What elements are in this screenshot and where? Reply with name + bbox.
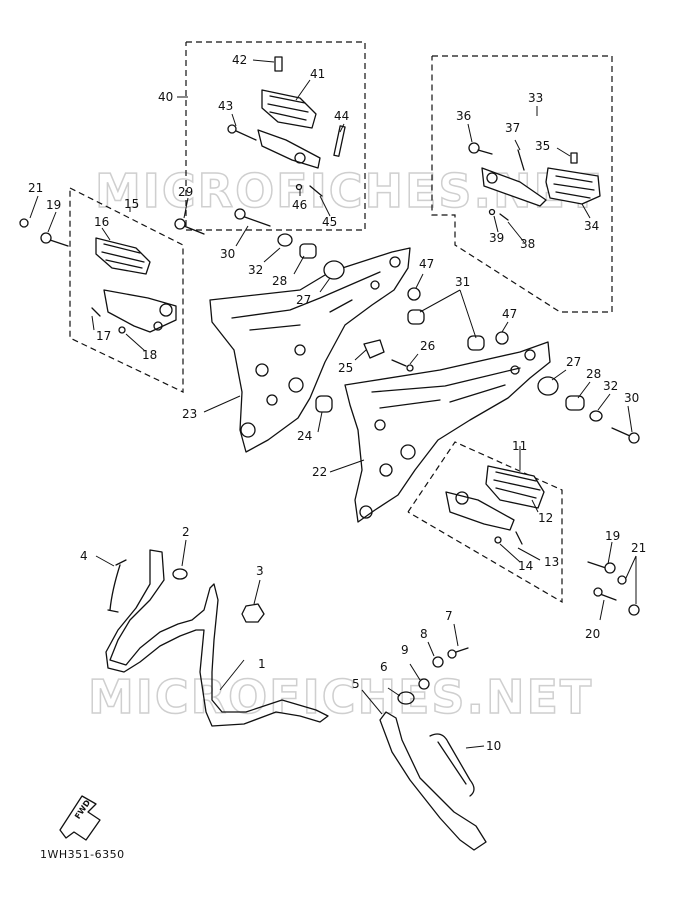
callout-9: 9 <box>401 643 409 657</box>
part-code: 1WH351-6350 <box>40 848 125 861</box>
callout-19-left: 19 <box>46 198 61 212</box>
callout-10: 10 <box>486 739 501 753</box>
callout-15: 15 <box>124 197 139 211</box>
callout-44: 44 <box>334 109 349 123</box>
callout-12: 12 <box>538 511 553 525</box>
callout-30-right: 30 <box>624 391 639 405</box>
group-box-33 <box>431 55 613 313</box>
callout-39: 39 <box>489 231 504 245</box>
callout-8: 8 <box>420 627 428 641</box>
callout-43: 43 <box>218 99 233 113</box>
callout-26: 26 <box>420 339 435 353</box>
callout-31: 31 <box>455 275 470 289</box>
callout-4: 4 <box>80 549 88 563</box>
side-stand <box>379 647 487 851</box>
footrest-group-40 <box>227 56 346 197</box>
callout-22: 22 <box>312 465 327 479</box>
callout-35: 35 <box>535 139 550 153</box>
callout-42: 42 <box>232 53 247 67</box>
callout-47-left: 47 <box>419 257 434 271</box>
callout-36: 36 <box>456 109 471 123</box>
callout-27-top: 27 <box>296 293 311 307</box>
group-box-11 <box>407 441 563 604</box>
callout-2: 2 <box>182 525 190 539</box>
callout-16: 16 <box>94 215 109 229</box>
footrest-group-11 <box>445 465 545 545</box>
callout-33: 33 <box>528 91 543 105</box>
callout-28-top: 28 <box>272 274 287 288</box>
callout-24: 24 <box>297 429 312 443</box>
callout-37: 37 <box>505 121 520 135</box>
watermark-bottom: MICROFICHES.NET <box>88 670 593 724</box>
callout-20: 20 <box>585 627 600 641</box>
callout-27-right: 27 <box>566 355 581 369</box>
leader-lines <box>29 59 637 749</box>
callout-25: 25 <box>338 361 353 375</box>
callout-21-right: 21 <box>631 541 646 555</box>
footrest-bracket-22 <box>344 341 551 523</box>
callout-45: 45 <box>322 215 337 229</box>
callout-34: 34 <box>584 219 599 233</box>
footrest-group-15 <box>91 237 177 334</box>
callout-46: 46 <box>292 198 307 212</box>
callout-14: 14 <box>518 559 533 573</box>
callout-32-right: 32 <box>603 379 618 393</box>
callout-28-right: 28 <box>586 367 601 381</box>
callout-38: 38 <box>520 237 535 251</box>
callout-13: 13 <box>544 555 559 569</box>
callout-23: 23 <box>182 407 197 421</box>
callout-1: 1 <box>258 657 266 671</box>
callout-labels: 1 2 3 4 5 6 7 8 9 10 11 12 13 14 15 16 1… <box>28 53 646 753</box>
callout-6: 6 <box>380 660 388 674</box>
callout-5: 5 <box>352 677 360 691</box>
group-boxes <box>69 41 613 604</box>
callout-32-top: 32 <box>248 263 263 277</box>
group-box-15 <box>69 187 184 393</box>
fwd-arrow: FWD <box>59 795 101 841</box>
callout-41: 41 <box>310 67 325 81</box>
callout-21-left: 21 <box>28 181 43 195</box>
main-stand <box>105 549 329 727</box>
fasteners <box>19 208 640 616</box>
callout-29: 29 <box>178 185 193 199</box>
callout-19-right: 19 <box>605 529 620 543</box>
callout-47-right: 47 <box>502 307 517 321</box>
callout-7: 7 <box>445 609 453 623</box>
callout-40: 40 <box>158 90 173 104</box>
callout-17: 17 <box>96 329 111 343</box>
callout-11: 11 <box>512 439 527 453</box>
callout-3: 3 <box>256 564 264 578</box>
callout-30-top: 30 <box>220 247 235 261</box>
callout-18: 18 <box>142 348 157 362</box>
footrest-bracket-23 <box>209 247 411 453</box>
